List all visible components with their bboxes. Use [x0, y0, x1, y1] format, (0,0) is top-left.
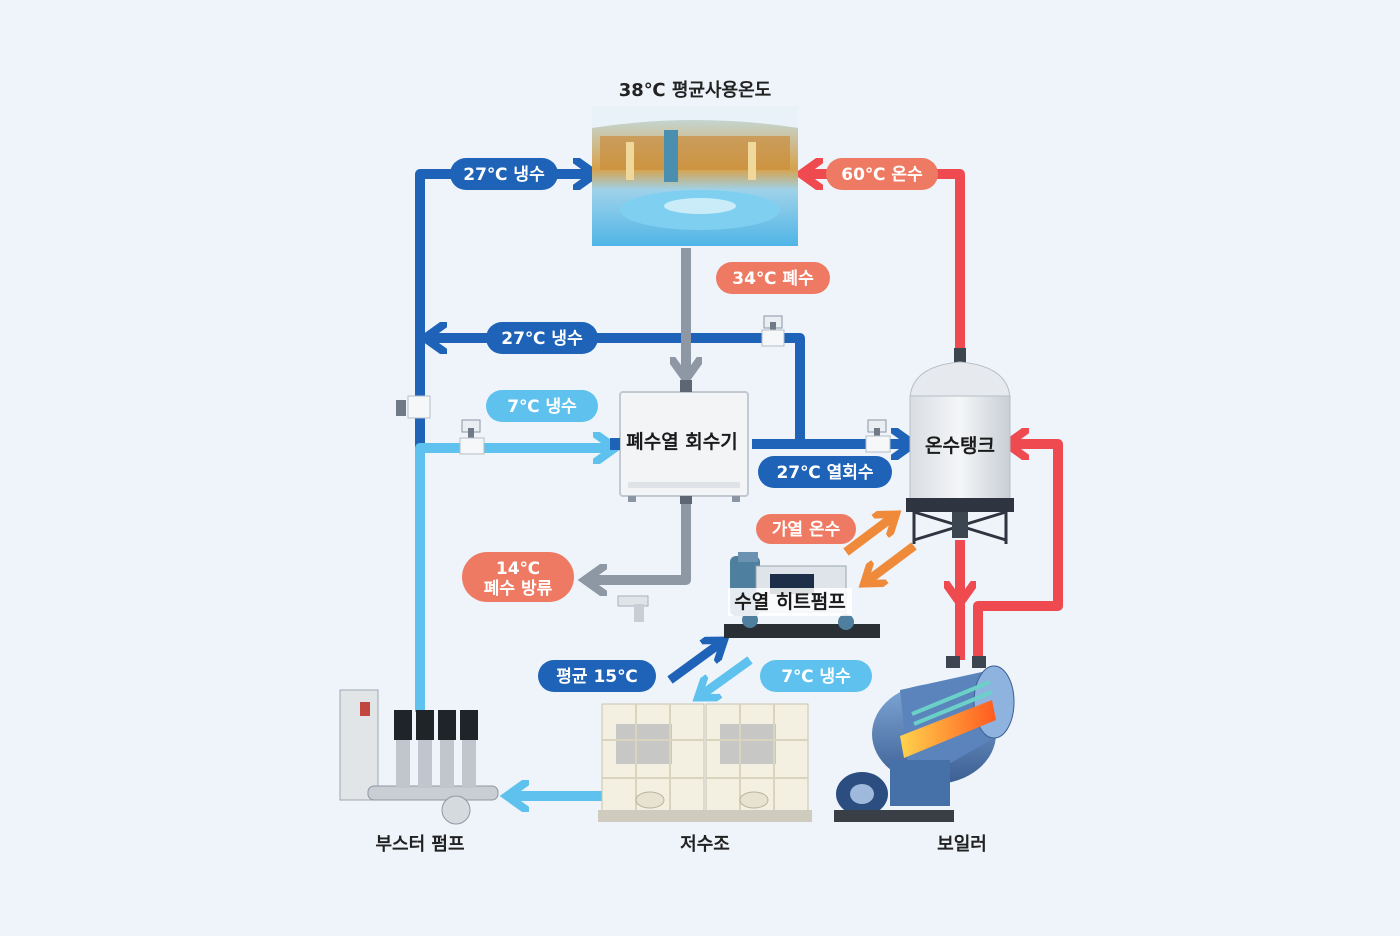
- pipe-waste-drain: [588, 500, 691, 580]
- pipe-cold-7-to-recovery: [415, 448, 612, 712]
- svg-text:34℃ 폐수: 34℃ 폐수: [732, 269, 814, 289]
- svg-text:60℃ 온수: 60℃ 온수: [841, 165, 923, 185]
- pool-title: 38℃ 평균사용온도: [619, 80, 771, 101]
- storage-tank-label: 저수조: [680, 834, 730, 855]
- heat-pump-label: 수열 히트펌프: [734, 591, 846, 613]
- label-heat-recovery-27: 27℃ 열회수: [758, 456, 892, 488]
- heat-recovery-unit: [610, 380, 749, 504]
- water-storage-tank: [598, 703, 812, 822]
- svg-text:14℃: 14℃: [496, 559, 540, 579]
- svg-text:평균 15℃: 평균 15℃: [556, 667, 637, 687]
- label-waste-34: 34℃ 폐수: [716, 262, 830, 294]
- valve-icon: [396, 395, 431, 419]
- hot-water-tank: [906, 348, 1014, 544]
- arrow-cold7-to-storage: [700, 656, 753, 696]
- boiler: [834, 656, 1015, 822]
- label-drain-14: 14℃ 폐수 방류: [462, 552, 574, 602]
- pipe-hot-60-to-pool: [804, 174, 965, 350]
- label-cold-27-top: 27℃ 냉수: [450, 158, 558, 190]
- svg-text:27℃ 냉수: 27℃ 냉수: [501, 329, 583, 349]
- arrow-heated-to-tank: [843, 516, 894, 556]
- drain-outlet: [617, 595, 649, 622]
- valve-icon: [459, 419, 485, 455]
- boiler-label: 보일러: [937, 834, 987, 855]
- booster-pump-label: 부스터 펌프: [375, 834, 464, 855]
- svg-text:가열 온수: 가열 온수: [772, 520, 841, 540]
- label-avg-15: 평균 15℃: [538, 660, 656, 692]
- pool-photo: [592, 106, 798, 246]
- svg-text:7℃ 냉수: 7℃ 냉수: [507, 397, 577, 417]
- heat-recovery-label: 폐수열 회수기: [626, 431, 738, 453]
- svg-text:7℃ 냉수: 7℃ 냉수: [781, 667, 851, 687]
- svg-text:27℃ 냉수: 27℃ 냉수: [463, 165, 545, 185]
- arrow-tank-to-heatpump: [866, 542, 917, 582]
- label-cold-27-mid: 27℃ 냉수: [486, 322, 598, 354]
- label-cold-7-bottom: 7℃ 냉수: [760, 660, 872, 692]
- svg-text:폐수 방류: 폐수 방류: [484, 579, 553, 599]
- label-hot-60: 60℃ 온수: [826, 158, 938, 190]
- label-heated-water: 가열 온수: [756, 514, 856, 544]
- booster-pump: [339, 689, 499, 825]
- valve-icon: [865, 419, 891, 453]
- valve-icon: [761, 315, 785, 347]
- label-cold-7-top: 7℃ 냉수: [486, 390, 598, 422]
- svg-text:27℃ 열회수: 27℃ 열회수: [776, 463, 873, 483]
- hot-tank-label: 온수탱크: [925, 435, 995, 457]
- arrow-avg15-to-heatpump: [667, 642, 722, 684]
- pipe-hot-boiler-to-tank: [973, 444, 1063, 660]
